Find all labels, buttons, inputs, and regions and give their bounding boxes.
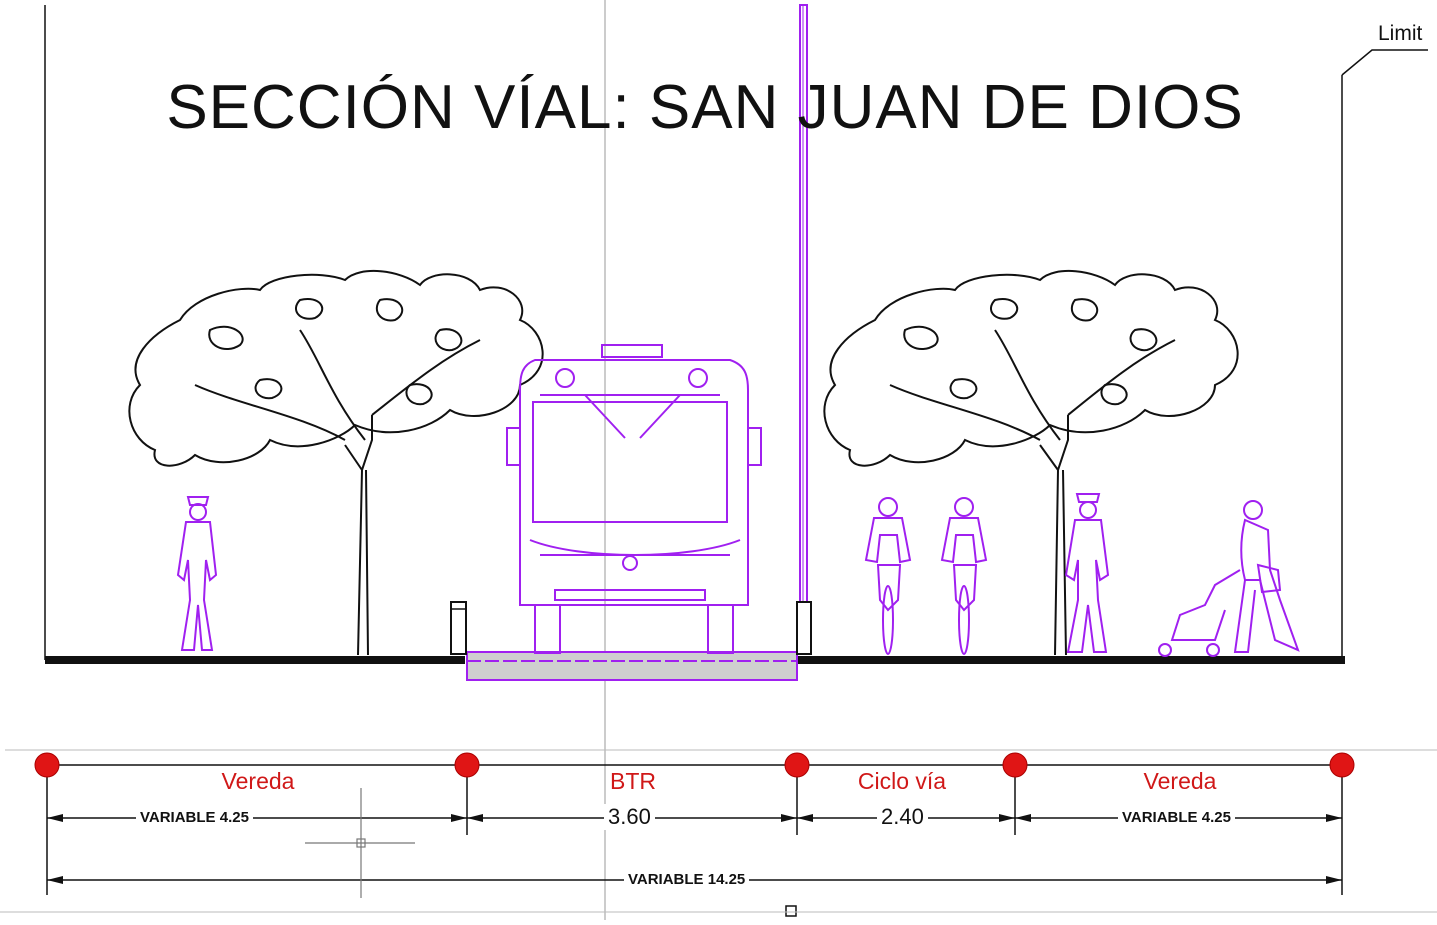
- cad-cursor: [305, 788, 415, 898]
- bus-icon: [506, 344, 762, 654]
- section-markers: [34, 752, 1355, 778]
- marker-dot: [34, 752, 60, 778]
- pedestrian-icon: [1064, 493, 1110, 653]
- cyclist-icon: [864, 497, 912, 655]
- right-sidewalk-ground: [797, 656, 1345, 664]
- dimension-vereda-left: VARIABLE 4.25: [136, 809, 253, 826]
- pole-icon: [796, 4, 812, 655]
- dimension-vereda-right: VARIABLE 4.25: [1118, 809, 1235, 826]
- dimension-arrowheads: [47, 814, 1342, 884]
- limit-label: Limit: [1378, 22, 1423, 45]
- segment-label-vereda-left: Vereda: [221, 768, 295, 794]
- marker-dot: [454, 752, 480, 778]
- segment-label-btr: BTR: [610, 768, 656, 794]
- tree-icon: [128, 269, 544, 656]
- pedestrian-icon: [176, 496, 218, 651]
- dimension-ciclovia: 2.40: [877, 804, 928, 830]
- btr-lane-pavement: [466, 651, 798, 681]
- marker-dot: [784, 752, 810, 778]
- segment-label-vereda-right: Vereda: [1143, 768, 1217, 794]
- limit-leader-line: [1341, 49, 1428, 76]
- dimension-total: VARIABLE 14.25: [624, 871, 750, 888]
- cyclist-icon: [940, 497, 988, 655]
- bollard-icon: [450, 601, 467, 655]
- dimension-btr: 3.60: [604, 804, 655, 830]
- page-title: SECCIÓN VÍAL: SAN JUAN DE DIOS: [166, 73, 1244, 142]
- grip-handle[interactable]: [785, 905, 797, 917]
- tree-icon: [823, 269, 1239, 656]
- left-sidewalk-ground: [45, 656, 465, 664]
- marker-dot: [1002, 752, 1028, 778]
- stroller-icon: [1158, 500, 1300, 657]
- marker-dot: [1329, 752, 1355, 778]
- segment-label-ciclovia: Ciclo vía: [857, 768, 947, 794]
